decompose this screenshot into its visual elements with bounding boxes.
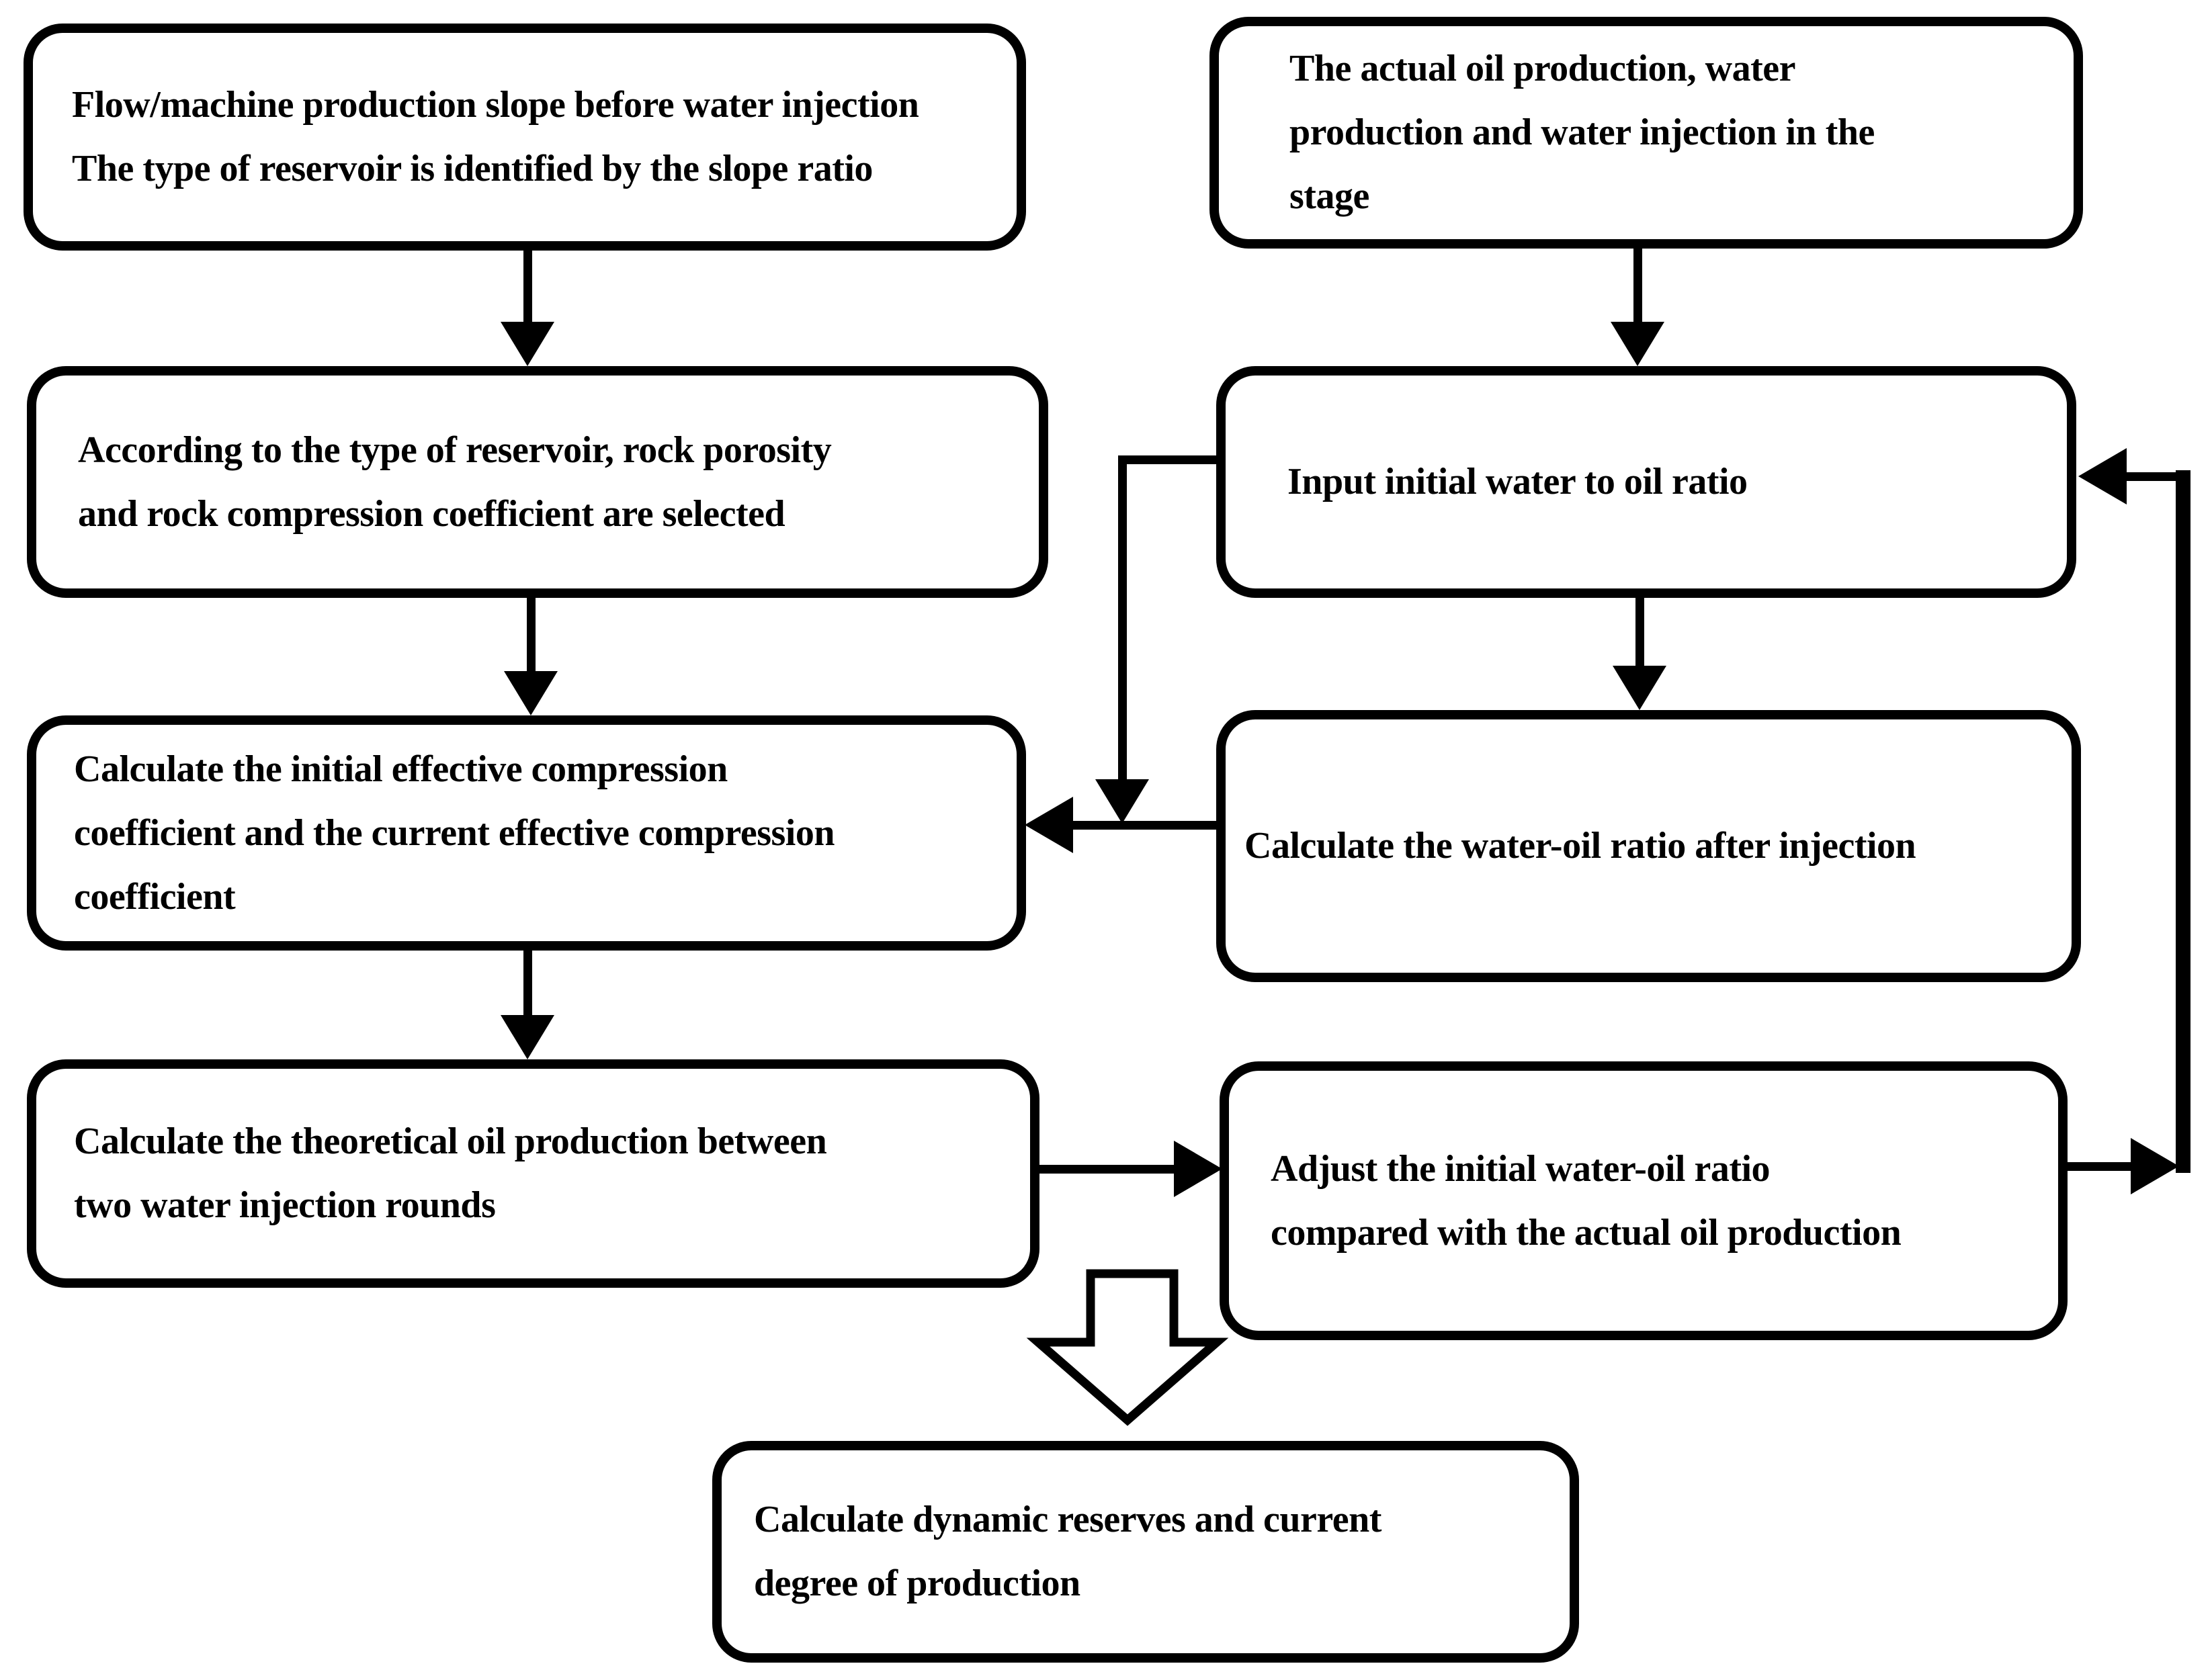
arrow-theoretical-adjust-head-icon bbox=[1174, 1141, 1222, 1197]
arrow-inputratio-branch-vline bbox=[1118, 455, 1127, 779]
arrow-compression-theoretical-line bbox=[523, 949, 532, 1017]
node-dynamic-reserves: Calculate dynamic reserves and current d… bbox=[712, 1441, 1579, 1663]
node-water-oil-after-injection: Calculate the water-oil ratio after inje… bbox=[1216, 710, 2081, 982]
feedback-adjust-out-line bbox=[2066, 1162, 2133, 1171]
node-theoretical-production: Calculate the theoretical oil production… bbox=[27, 1059, 1039, 1288]
node-adjust-ratio: Adjust the initial water-oil ratio compa… bbox=[1220, 1061, 2068, 1340]
arrow-actualprod-inputratio-line bbox=[1633, 243, 1642, 324]
feedback-adjust-out-head-icon bbox=[2131, 1138, 2179, 1194]
arrow-reservoirtype-compression-line bbox=[527, 597, 536, 674]
arrow-inputratio-wateroil-line bbox=[1635, 597, 1644, 668]
arrow-flowslope-reservoirtype-head-icon bbox=[501, 322, 554, 366]
arrow-theoretical-adjust-line bbox=[1038, 1165, 1176, 1174]
node-input-initial-ratio: Input initial water to oil ratio bbox=[1216, 366, 2076, 598]
arrow-compression-theoretical-head-icon bbox=[501, 1015, 554, 1059]
arrow-inputratio-branch-head-icon bbox=[1095, 779, 1149, 824]
hollow-down-arrow-icon bbox=[1026, 1269, 1229, 1426]
node-compression-coefficients: Calculate the initial effective compress… bbox=[27, 715, 1026, 951]
feedback-into-inputratio-line bbox=[2127, 472, 2190, 481]
arrow-inputratio-wateroil-head-icon bbox=[1613, 666, 1666, 710]
arrow-inputratio-branch-hline bbox=[1122, 455, 1217, 464]
arrow-wateroil-compression-line bbox=[1072, 821, 1218, 830]
arrow-reservoirtype-compression-head-icon bbox=[504, 671, 558, 715]
arrow-flowslope-reservoirtype-line bbox=[523, 247, 532, 324]
feedback-into-inputratio-head-icon bbox=[2078, 448, 2127, 504]
node-flow-slope: Flow/machine production slope before wat… bbox=[24, 24, 1026, 251]
arrow-wateroil-compression-head-icon bbox=[1025, 797, 1073, 853]
node-actual-production: The actual oil production, water product… bbox=[1209, 17, 2083, 249]
feedback-vertical-line bbox=[2176, 470, 2190, 1173]
node-reservoir-type: According to the type of reservoir, rock… bbox=[27, 366, 1048, 598]
arrow-actualprod-inputratio-head-icon bbox=[1611, 322, 1664, 366]
